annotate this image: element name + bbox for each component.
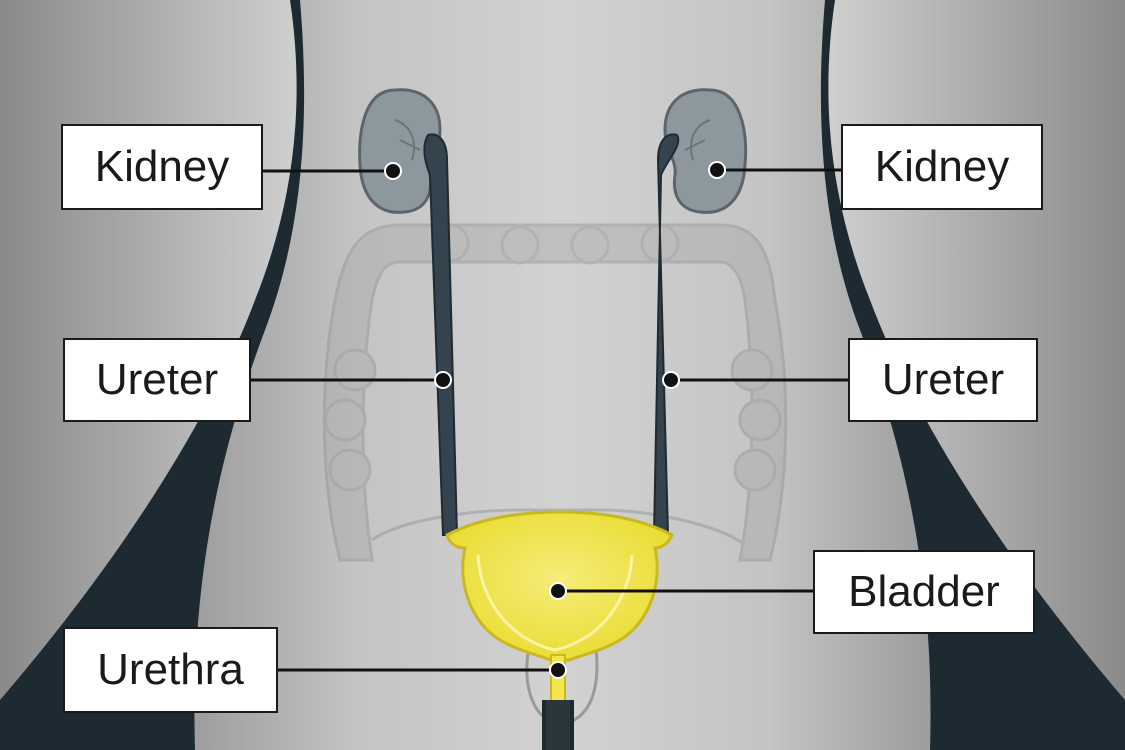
label-ureter-left: Ureter xyxy=(63,338,251,422)
label-kidney-left-text: Kidney xyxy=(94,142,230,191)
ureter-left-marker xyxy=(434,371,452,389)
kidney-right-marker xyxy=(708,161,726,179)
kidney-left-shape xyxy=(358,88,442,214)
label-ureter-right-text: Ureter xyxy=(881,355,1005,404)
colon-ghost xyxy=(322,223,788,562)
kidney-left-marker xyxy=(384,162,402,180)
kidney-right-shape xyxy=(663,88,748,214)
label-urethra: Urethra xyxy=(63,627,278,713)
label-ureter-left-text: Ureter xyxy=(95,355,219,404)
label-urethra-text: Urethra xyxy=(97,645,244,694)
label-kidney-left: Kidney xyxy=(61,124,263,210)
ureter-right-marker xyxy=(662,371,680,389)
leader-lines xyxy=(251,168,848,672)
label-kidney-right: Kidney xyxy=(841,124,1043,210)
urethra-marker xyxy=(549,661,567,679)
label-kidney-right-text: Kidney xyxy=(874,142,1010,191)
label-ureter-right: Ureter xyxy=(848,338,1038,422)
label-bladder-text: Bladder xyxy=(848,567,1000,616)
leader-dots xyxy=(384,161,726,679)
label-bladder: Bladder xyxy=(813,550,1035,634)
bladder-marker xyxy=(549,582,567,600)
